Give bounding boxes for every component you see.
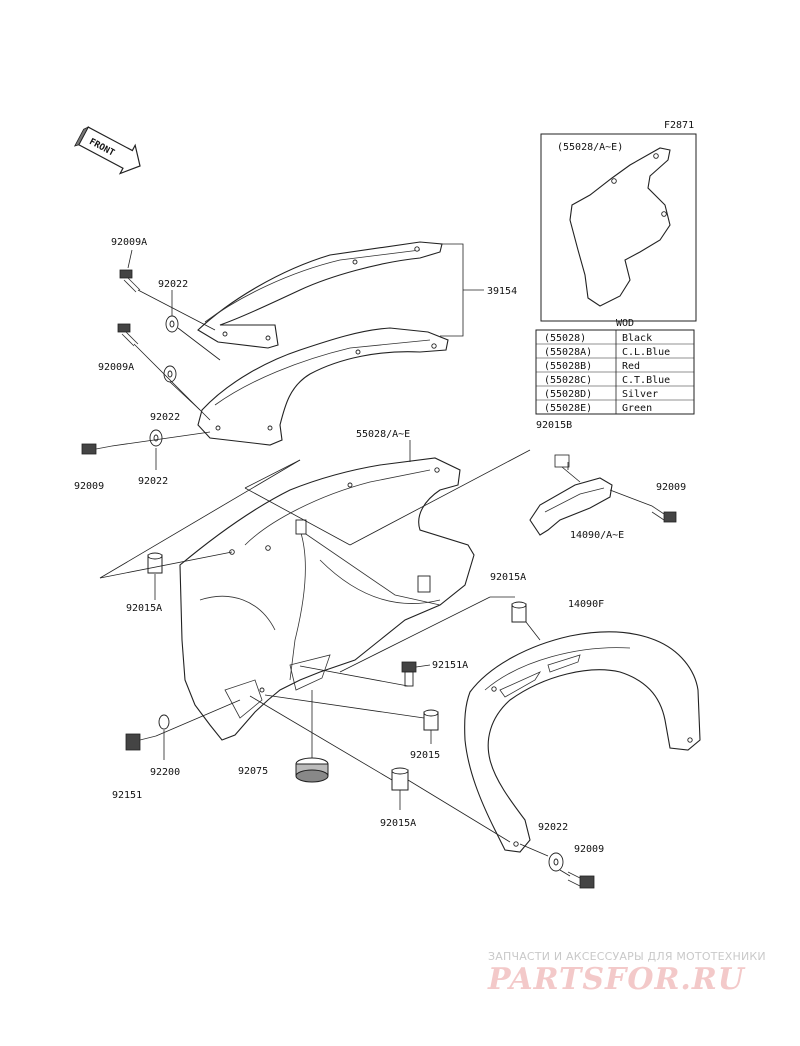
callout-92022-left: 92022 [138, 476, 168, 487]
callout-92009-bottom: 92009 [574, 844, 604, 855]
bolt-92009A-top-icon [119, 269, 141, 293]
washer-92022-bottom-icon [548, 852, 564, 872]
inset-part-outline [569, 147, 671, 307]
front-cowl-lower [197, 327, 449, 446]
callout-92015A-right: 92015A [490, 572, 526, 583]
table-row-color: C.L.Blue [622, 347, 670, 358]
figure-code: F2871 [664, 120, 694, 131]
grommet-92015A-bottom-icon [391, 767, 409, 791]
callout-92022-bottom: 92022 [538, 822, 568, 833]
grommet-92015A-left-icon [147, 552, 163, 574]
callout-92022-top: 92022 [158, 279, 188, 290]
table-row-color: Red [622, 361, 640, 372]
table-row-code: (55028D) [544, 389, 592, 400]
washer-92022-left-icon [149, 429, 163, 447]
inset-box: (55028/A~E) [540, 133, 697, 322]
callout-39154: 39154 [487, 286, 517, 297]
callout-92151A: 92151A [432, 660, 468, 671]
callout-92015B: 92015B [536, 420, 572, 431]
bolt-92009A-mid-icon [117, 323, 139, 347]
bolt-92009-left-icon [81, 443, 113, 455]
damper-92075-icon [295, 757, 329, 783]
table-row-code: (55028) [544, 333, 586, 344]
callout-92200: 92200 [150, 767, 180, 778]
callout-92009A-mid: 92009A [98, 362, 134, 373]
color-table-header: WOD [616, 318, 634, 329]
callout-14090: 14090/A~E [570, 530, 624, 541]
inset-label: (55028/A~E) [557, 142, 623, 153]
front-arrow-icon: FRONT [73, 126, 141, 175]
front-cowl-upper [197, 241, 443, 349]
grommet-92015A-right-icon [511, 601, 527, 623]
leader-lines [99, 249, 653, 877]
callout-92015A-left: 92015A [126, 603, 162, 614]
bolt-92009-right-icon [651, 505, 677, 523]
table-row-code: (55028C) [544, 375, 592, 386]
callout-92009-right: 92009 [656, 482, 686, 493]
bolt-92151A-icon [401, 661, 417, 687]
callout-92075: 92075 [238, 766, 268, 777]
color-table: WOD (55028) Black (55028A) C.L.Blue (550… [535, 318, 695, 415]
callout-92015: 92015 [410, 750, 440, 761]
callout-92022-mid: 92022 [150, 412, 180, 423]
grab-handle-14090F [464, 631, 701, 853]
table-row-color: Silver [622, 389, 658, 400]
callout-92151: 92151 [112, 790, 142, 801]
watermark-logo: PARTSFOR.RU [488, 962, 745, 997]
callout-92015A-bottom: 92015A [380, 818, 416, 829]
bolt-92009-bottom-icon [567, 871, 595, 889]
table-row-color: C.T.Blue [622, 375, 670, 386]
watermark-tagline: ЗАПЧАСТИ И АКСЕССУАРЫ ДЛЯ МОТОТЕХНИКИ [488, 950, 766, 963]
callout-92009-left: 92009 [74, 481, 104, 492]
table-row-code: (55028A) [544, 347, 592, 358]
bolt-92151-icon [125, 733, 157, 751]
callout-92009A-top: 92009A [111, 237, 147, 248]
callout-14090F: 14090F [568, 599, 604, 610]
grommet-92015-icon [423, 709, 439, 731]
table-row-color: Green [622, 403, 652, 414]
table-row-code: (55028E) [544, 403, 592, 414]
bracket-14090 [529, 454, 613, 536]
table-row-color: Black [622, 333, 652, 344]
washer-92200-icon [158, 714, 170, 730]
washer-92022-top-icon [165, 315, 179, 333]
callout-55028: 55028/A~E [356, 429, 410, 440]
table-row-code: (55028B) [544, 361, 592, 372]
side-cowl [179, 457, 475, 741]
